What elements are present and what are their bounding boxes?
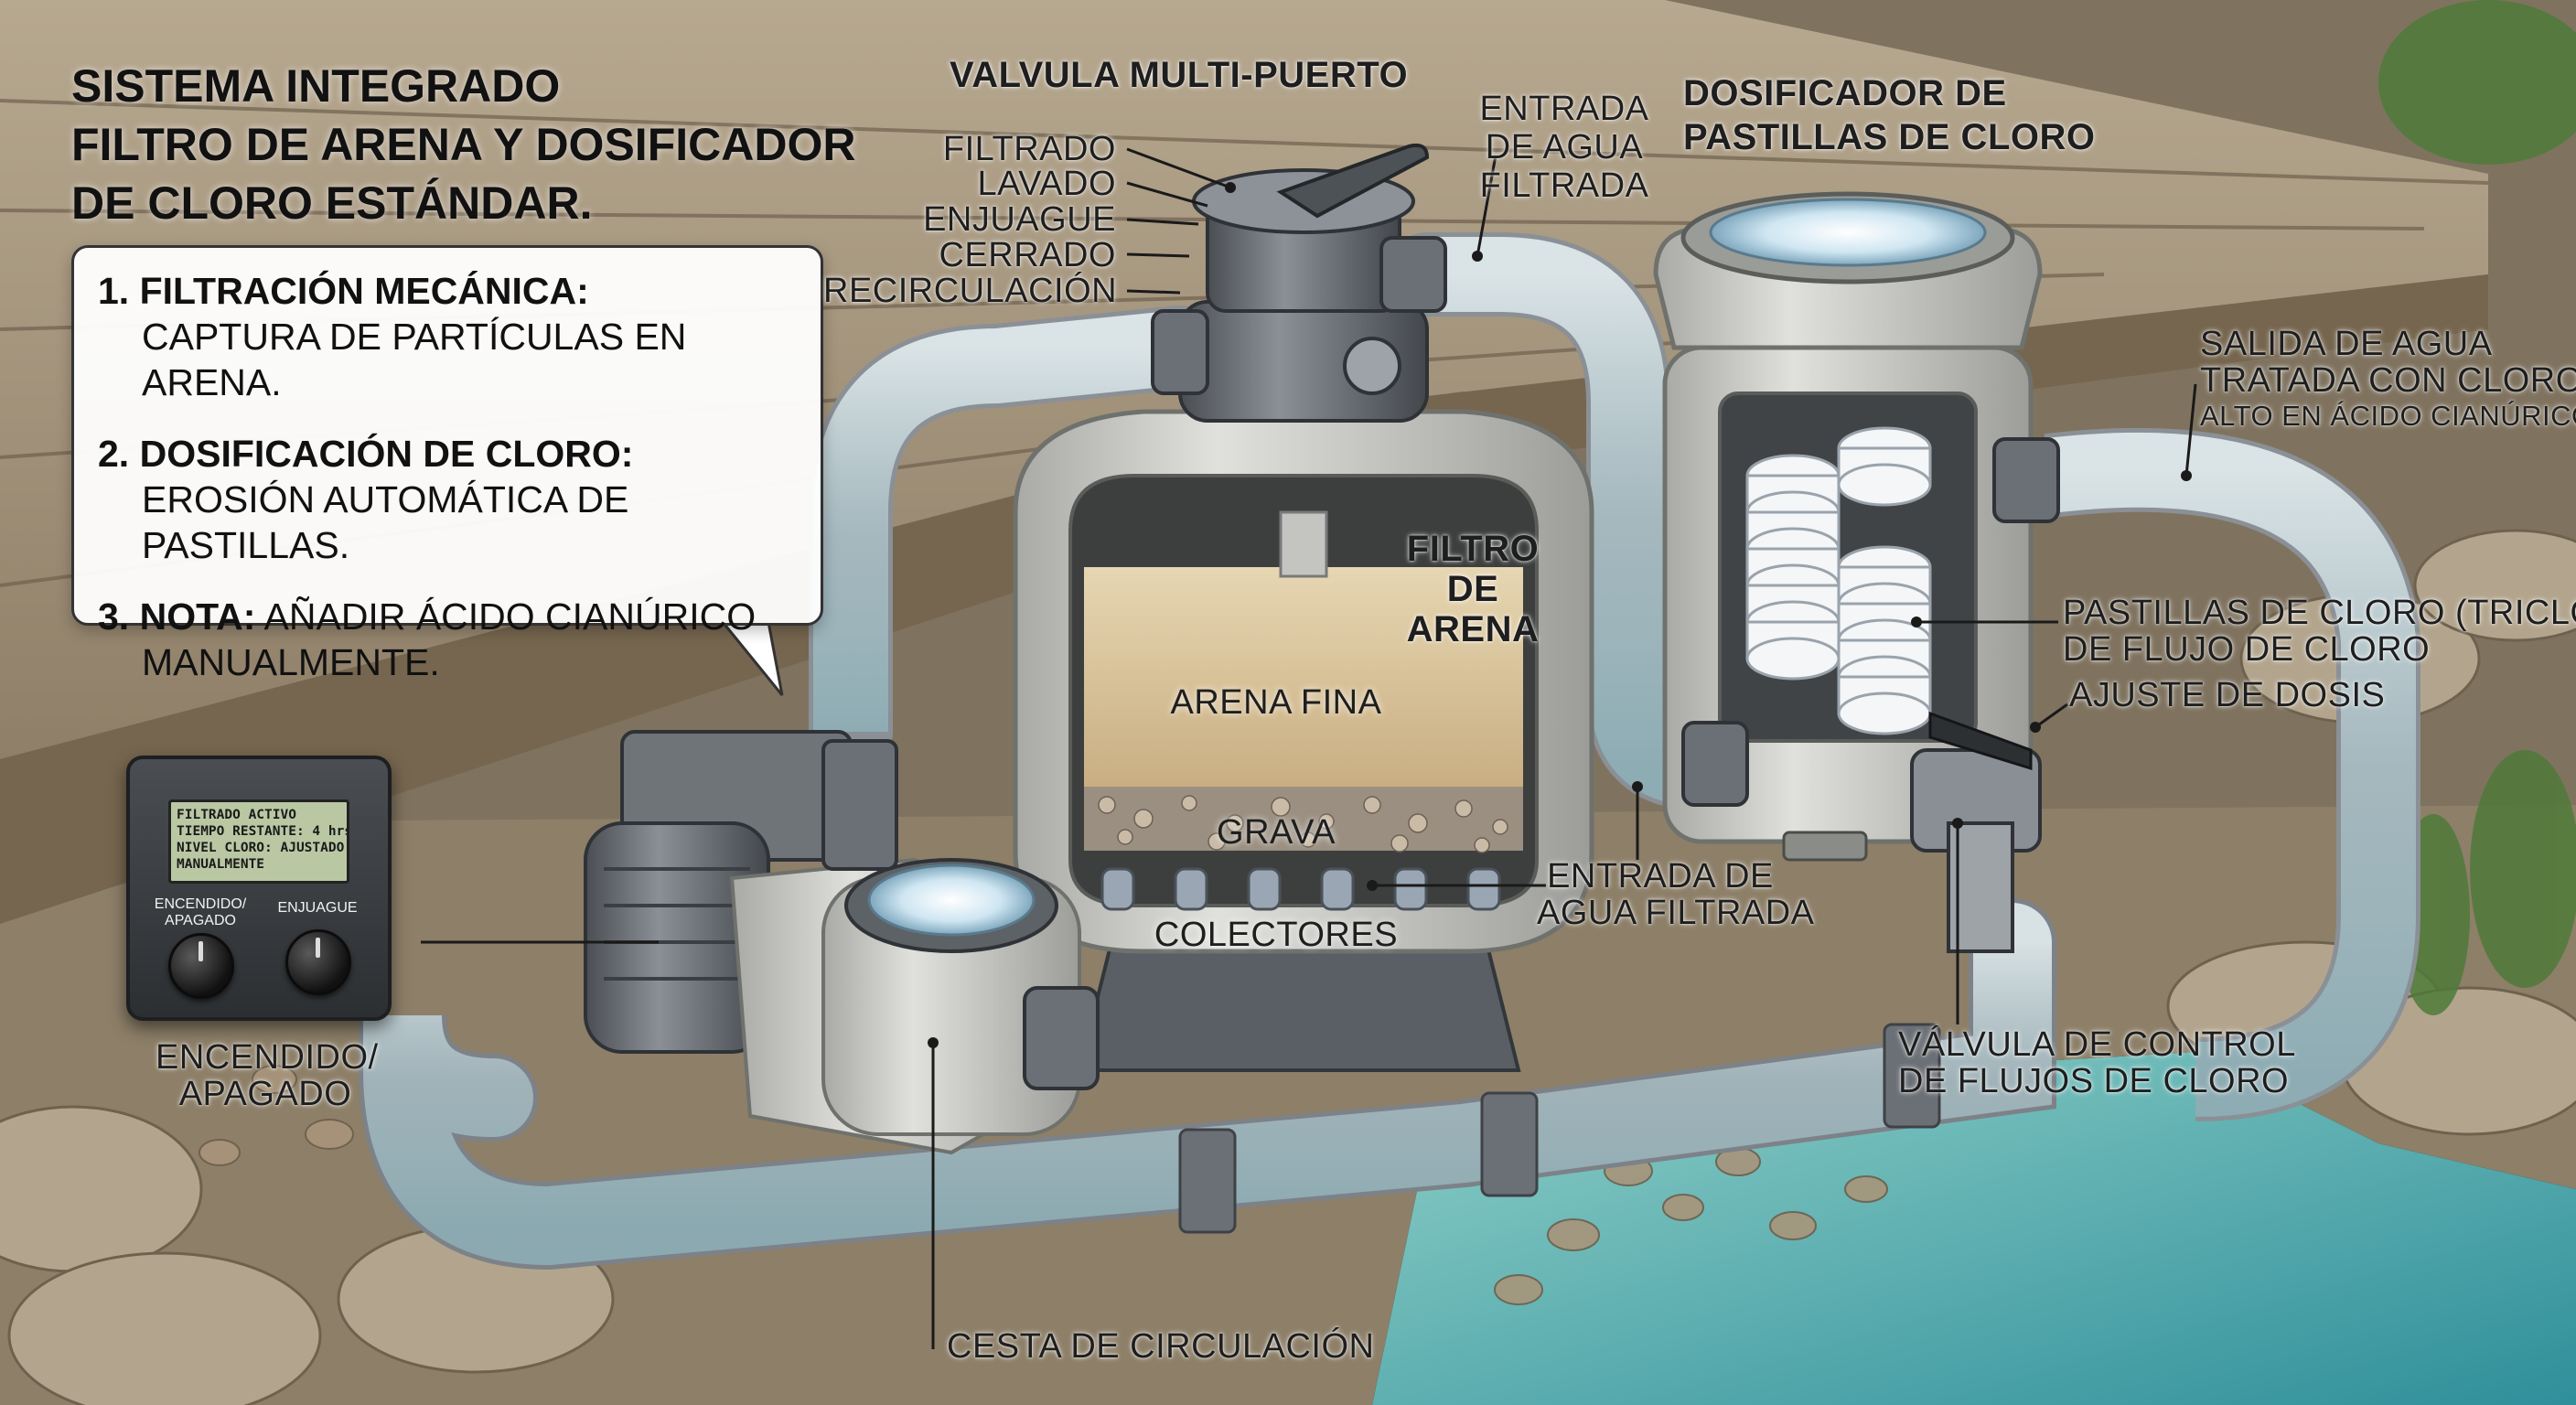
- title-line-1: SISTEMA INTEGRADO: [71, 60, 561, 112]
- control-panel: FILTRADO ACTIVO TIEMPO RESTANTE: 4 hrs N…: [126, 756, 392, 1021]
- valve-position-recirculacion: RECIRCULACIÓN: [823, 272, 1118, 310]
- treated-outlet-label: SALIDA DE AGUA TRATADA CON CLORO ALTO EN…: [2200, 325, 2576, 432]
- filtered-inlet-bottom-label: ENTRADA DE AGUA FILTRADA: [1537, 857, 1815, 932]
- multiport-valve: [1151, 143, 1447, 423]
- chlorine-tablets-label: PASTILLAS DE CLORO (TRICLORO) DE FLUJO D…: [2063, 594, 2576, 669]
- info-item-heading: NOTA:: [139, 595, 256, 638]
- info-item-dosing: 2. DOSIFICACIÓN DE CLORO: EROSIÓN AUTOMÁ…: [98, 431, 797, 568]
- info-item-text: AÑADIR ÁCIDO CIANÚRICO: [263, 595, 757, 638]
- valve-position-filtrado: FILTRADO: [942, 130, 1116, 168]
- valve-position-enjuague: ENJUAGUE: [923, 200, 1116, 239]
- pool-pump: [584, 730, 1100, 1155]
- rinse-knob[interactable]: [285, 929, 351, 995]
- title-line-2: FILTRO DE ARENA Y DOSIFICADOR: [71, 119, 856, 170]
- info-item-number: 3.: [98, 595, 130, 638]
- power-knob[interactable]: [168, 933, 234, 999]
- sand-filter-tank: [1013, 409, 1594, 1072]
- sand-filter-label: FILTRO DE ARENA: [1406, 529, 1540, 649]
- fine-sand-label: ARENA FINA: [1170, 683, 1382, 722]
- info-item-filtration: 1. FILTRACIÓN MECÁNICA: CAPTURA DE PARTÍ…: [98, 268, 797, 405]
- page-title: SISTEMA INTEGRADO FILTRO DE ARENA Y DOSI…: [71, 57, 855, 232]
- rinse-knob-label: ENJUAGUE: [277, 900, 358, 916]
- info-item-number: 1.: [98, 270, 130, 312]
- info-item-note: 3. NOTA: AÑADIR ÁCIDO CIANÚRICO MANUALME…: [98, 594, 797, 685]
- dispenser-title: DOSIFICADOR DE PASTILLAS DE CLORO: [1683, 73, 2096, 157]
- power-knob-label: ENCENDIDO/ APAGADO: [154, 896, 247, 928]
- info-item-heading: FILTRACIÓN MECÁNICA:: [139, 270, 589, 312]
- info-item-number: 2.: [98, 433, 130, 475]
- dose-adjust-label: AJUSTE DE DOSIS: [2069, 676, 2386, 714]
- filtered-inlet-top-label: ENTRADA DE AGUA FILTRADA: [1479, 90, 1649, 205]
- basket-label: CESTA DE CIRCULACIÓN: [947, 1327, 1375, 1366]
- control-valve-label: VÁLVULA DE CONTROL DE FLUJOS DE CLORO: [1898, 1025, 2296, 1100]
- info-box: 1. FILTRACIÓN MECÁNICA: CAPTURA DE PARTÍ…: [71, 245, 823, 683]
- info-item-heading: DOSIFICACIÓN DE CLORO:: [139, 433, 634, 475]
- info-item-text: CAPTURA DE PARTÍCULAS EN ARENA.: [142, 316, 687, 403]
- control-panel-screen: FILTRADO ACTIVO TIEMPO RESTANTE: 4 hrs N…: [168, 799, 349, 884]
- title-line-3: DE CLORO ESTÁNDAR.: [71, 177, 593, 229]
- gravel-label: GRAVA: [1217, 813, 1336, 852]
- collectors-label: COLECTORES: [1154, 916, 1399, 954]
- chlorine-control-valve: [1910, 711, 2042, 953]
- valve-position-cerrado: CERRADO: [939, 236, 1116, 274]
- power-label: ENCENDIDO/ APAGADO: [156, 1038, 379, 1113]
- valve-position-lavado: LAVADO: [977, 165, 1116, 203]
- info-item-text: EROSIÓN AUTOMÁTICA DE PASTILLAS.: [142, 478, 629, 566]
- valve-title: VALVULA MULTI-PUERTO: [950, 55, 1409, 95]
- info-item-text-cont: MANUALMENTE.: [142, 641, 440, 683]
